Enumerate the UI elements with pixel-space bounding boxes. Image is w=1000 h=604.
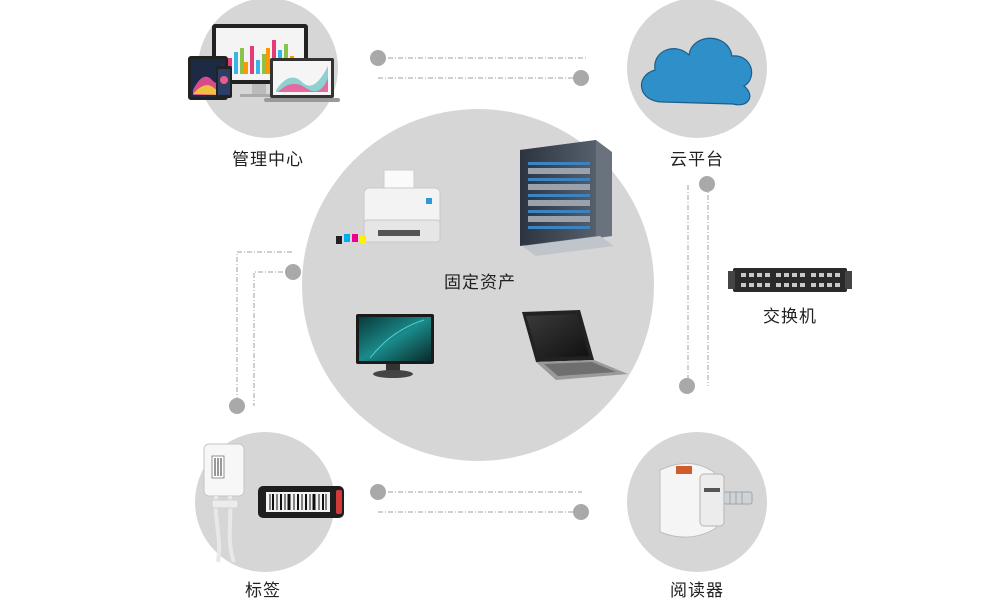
- server-icon: [520, 140, 614, 256]
- desktop-monitor-icon: [356, 314, 434, 378]
- ink-cartridges: [336, 234, 366, 244]
- rfid-tag-icon: [203, 443, 245, 563]
- label-tag: 标签: [245, 581, 281, 601]
- printer-icon: [336, 169, 441, 244]
- barcode-tag-icon: [258, 486, 344, 518]
- connector-dots: [229, 50, 715, 520]
- management-devices: [188, 24, 340, 102]
- label-management: 管理中心: [232, 150, 304, 170]
- connector-lines: [236, 57, 709, 513]
- cloud-icon: [640, 37, 753, 106]
- label-cloud: 云平台: [670, 150, 724, 170]
- laptop-icon: [522, 310, 628, 380]
- label-switch: 交换机: [763, 307, 817, 327]
- rfid-reader-icon: [659, 463, 753, 538]
- network-switch-icon: [728, 268, 852, 292]
- phone-icon: [216, 66, 232, 98]
- label-reader: 阅读器: [670, 581, 724, 601]
- laptop-icon: [264, 58, 340, 102]
- label-center: 固定资产: [444, 273, 516, 293]
